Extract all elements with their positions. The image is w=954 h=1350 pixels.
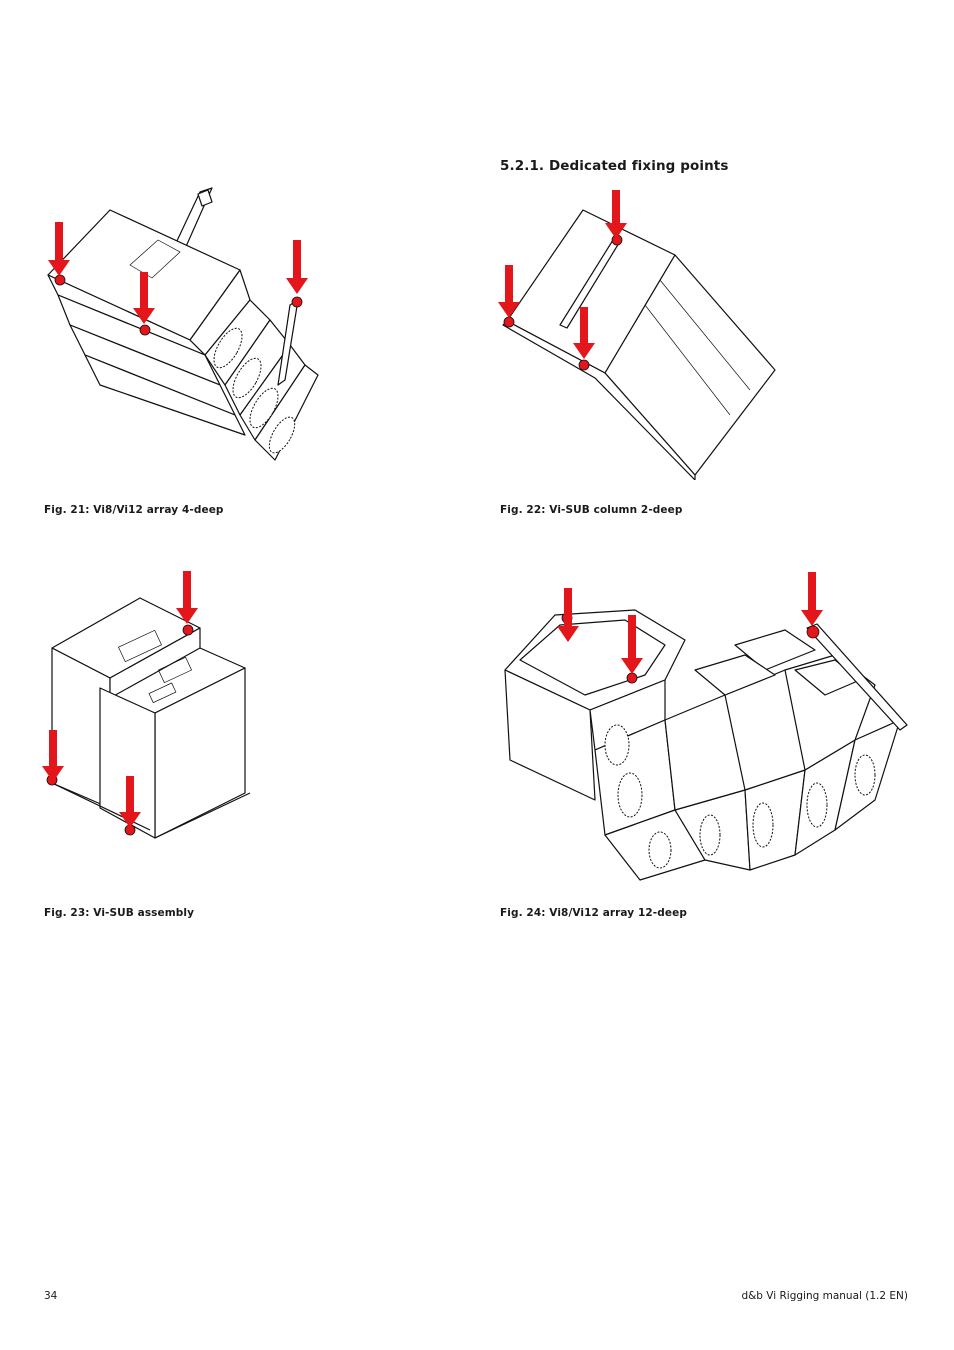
- array-4-deep-drawing: [47, 187, 319, 461]
- footer-document-title: d&b Vi Rigging manual (1.2 EN): [741, 1290, 908, 1302]
- sub-assembly-drawing: [42, 571, 251, 839]
- array-12-deep-drawing: [504, 572, 908, 881]
- figure-23-caption: Fig. 23: Vi-SUB assembly: [44, 907, 195, 919]
- section-heading: 5.2.1. Dedicated fixing points: [500, 158, 729, 174]
- figure-21-array-4-deep: [40, 180, 340, 480]
- figure-22-caption: Fig. 22: Vi-SUB column 2-deep: [500, 504, 683, 516]
- sub-column-2-deep-drawing: [498, 190, 776, 480]
- figure-21-caption: Fig. 21: Vi8/Vi12 array 4-deep: [44, 504, 224, 516]
- page-number: 34: [44, 1290, 58, 1302]
- figure-22-sub-column-2-deep: [495, 185, 785, 480]
- figure-24-caption: Fig. 24: Vi8/Vi12 array 12-deep: [500, 907, 687, 919]
- figure-24-array-12-deep: [495, 570, 915, 885]
- figure-23-sub-assembly: [40, 568, 260, 843]
